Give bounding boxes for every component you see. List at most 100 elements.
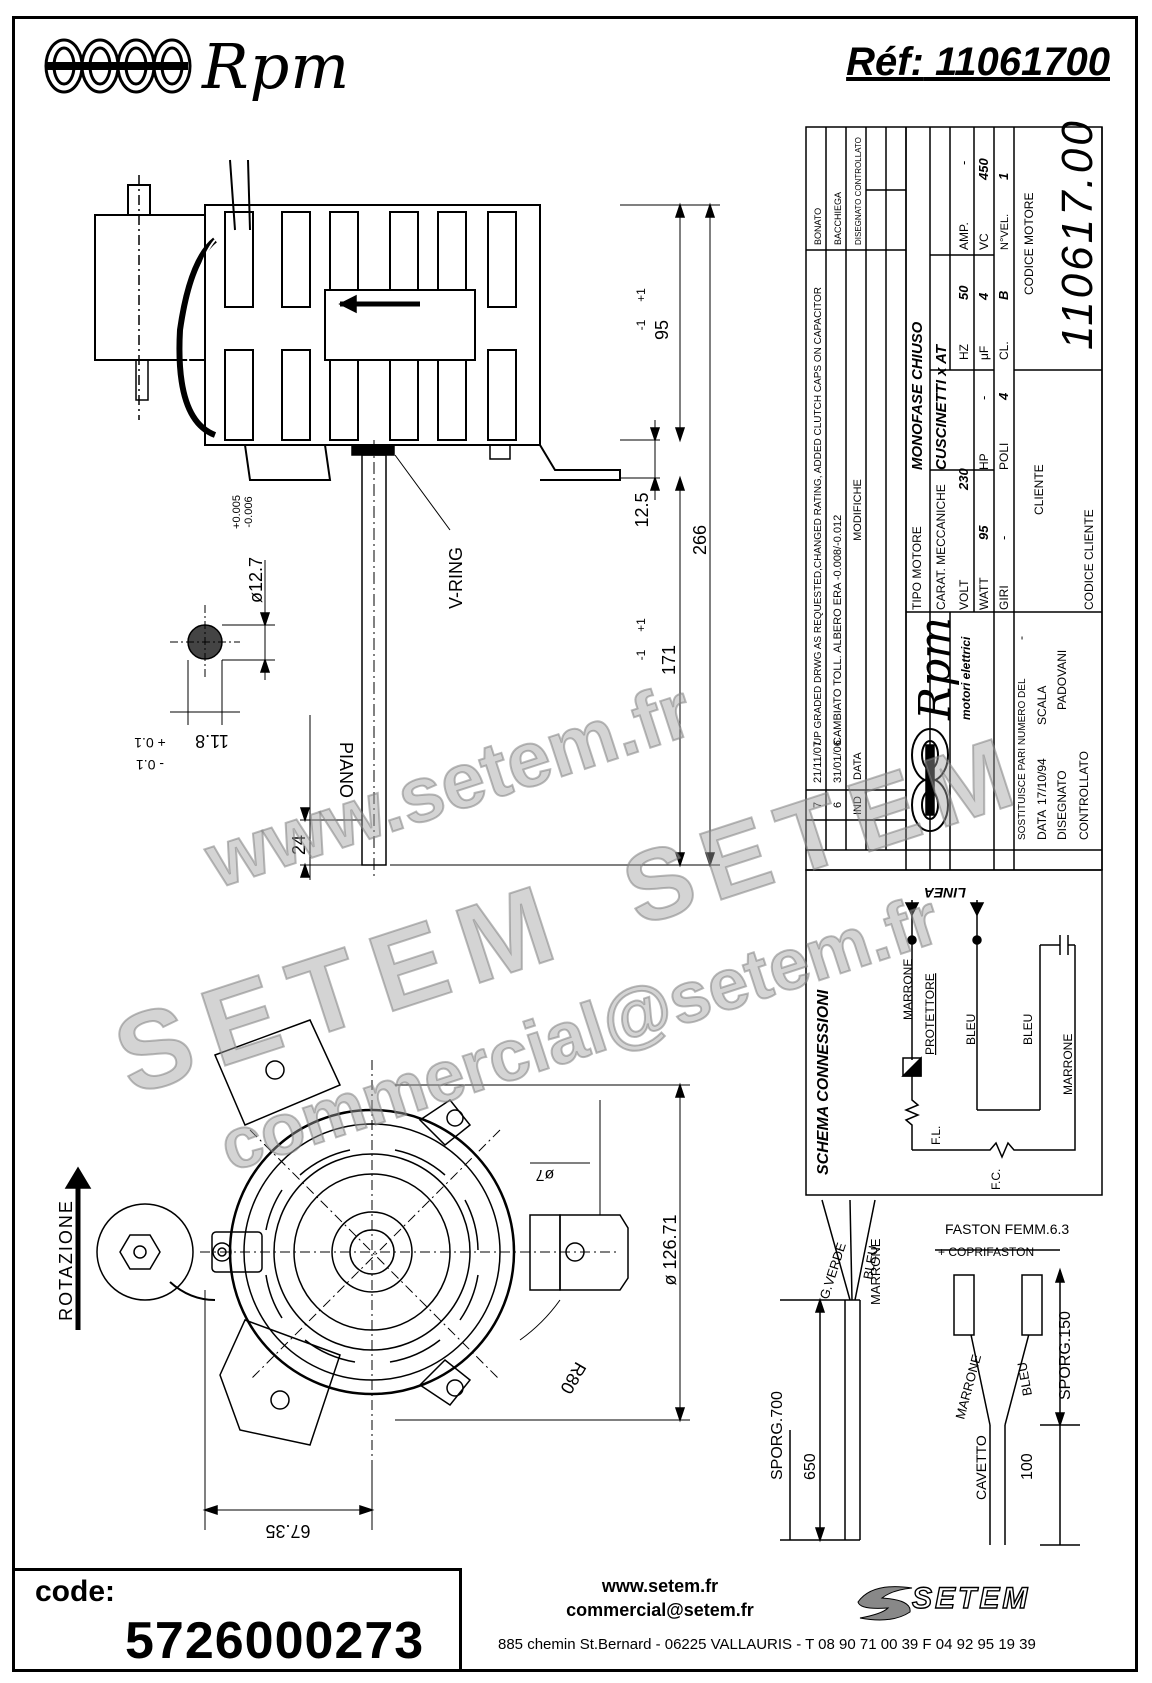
cable-marrone-left: MARRONE bbox=[868, 1238, 883, 1305]
tipo-motore-value: MONOFASE CHIUSO bbox=[909, 321, 926, 470]
volt-label: VOLT bbox=[957, 579, 971, 610]
radius-80: R80 bbox=[556, 1359, 590, 1398]
disegnato-label: DISEGNATO bbox=[1055, 770, 1069, 840]
hz-value: 50 bbox=[956, 285, 971, 300]
cable-sporg-700: SPORG.700 bbox=[769, 1391, 786, 1480]
shaft-section bbox=[170, 560, 275, 725]
footer-email[interactable]: commercial@setem.fr bbox=[566, 1600, 754, 1620]
shaft-tol-minus: -0.006 bbox=[243, 496, 255, 527]
setem-swirl-icon bbox=[857, 1586, 913, 1621]
watt-value: 95 bbox=[976, 525, 991, 540]
hp-value: - bbox=[976, 396, 991, 400]
schema-fc: F.C. bbox=[989, 1169, 1003, 1190]
codice-motore-value: 110617.00 bbox=[1053, 118, 1102, 350]
controllato-label: CONTROLLATO bbox=[1077, 751, 1091, 840]
dim-171-tol-plus: +1 bbox=[634, 618, 648, 632]
nvel-label: N°VEL. bbox=[999, 214, 1011, 250]
schema-linea: LINEA bbox=[924, 885, 966, 901]
vc-label: VC bbox=[977, 233, 991, 250]
cable-bleu-right: BLEU bbox=[1014, 1361, 1035, 1397]
carat-meccaniche-label: CARAT. MECCANICHE bbox=[934, 484, 948, 610]
data-value: 17/10/94 bbox=[1035, 758, 1049, 805]
cable-marrone-right: MARRONE bbox=[952, 1352, 984, 1420]
rev-7-ind: 7 bbox=[812, 802, 824, 808]
hole-7: ø7 bbox=[536, 1166, 555, 1183]
poli-label: POLI bbox=[997, 443, 1011, 470]
shaft-tol-plus: +0.005 bbox=[231, 495, 243, 529]
motor-front-view bbox=[64, 1019, 690, 1530]
dim-126-71: ø 126.71 bbox=[660, 1214, 680, 1285]
disegnato-value: PADOVANI bbox=[1055, 650, 1069, 710]
reference-value: 11061700 bbox=[935, 40, 1110, 84]
rev-6-text: CAMBIATO TOLL. ALBERO ERA -0.008/-0.012 bbox=[832, 515, 844, 745]
rev-6-date: 31/01/06 bbox=[832, 740, 844, 783]
cable-dim-650: 650 bbox=[802, 1453, 819, 1480]
schema-bleu-2: BLEU bbox=[1021, 1014, 1035, 1045]
giri-value: - bbox=[996, 536, 1011, 540]
setem-logo-text: SETEM bbox=[911, 1581, 1031, 1615]
code-value: 5726000273 bbox=[125, 1612, 425, 1670]
cable-detail-left bbox=[780, 1199, 876, 1543]
cable-sporg-150: SPORG.150 bbox=[1057, 1311, 1074, 1400]
footer-website[interactable]: www.setem.fr bbox=[601, 1576, 719, 1596]
sostituisce-label: SOSTITUISCE PARI NUMERO DEL bbox=[1017, 678, 1028, 840]
cliente-label: CLIENTE bbox=[1032, 464, 1046, 515]
piano-label: PIANO bbox=[336, 742, 356, 798]
cable-cavetto: CAVETTO bbox=[973, 1435, 989, 1500]
codice-cliente-label: CODICE CLIENTE bbox=[1082, 509, 1096, 610]
schema-fl: F.L. bbox=[929, 1126, 943, 1145]
shaft-diameter: ø12.7 bbox=[246, 557, 266, 603]
codice-motore-label: CODICE MOTORE bbox=[1022, 193, 1036, 295]
volt-value: 230 bbox=[956, 468, 971, 491]
dim-171-tol-minus: -1 bbox=[634, 649, 648, 660]
flat-11-8: 11.8 bbox=[195, 731, 229, 751]
amp-label: AMP. bbox=[957, 222, 971, 250]
coil-logo-icon bbox=[44, 38, 192, 94]
amp-value: - bbox=[956, 161, 971, 165]
data-label: DATA bbox=[1035, 810, 1049, 840]
cable-bleu-left: BLEU bbox=[860, 1244, 881, 1280]
footer-address: 885 chemin St.Bernard - 06225 VALLAURIS … bbox=[498, 1636, 1036, 1653]
dim-95-tol-plus: +1 bbox=[634, 288, 648, 302]
rev-7-date: 21/11/07 bbox=[812, 741, 824, 783]
rev-6-ind: 6 bbox=[832, 802, 844, 808]
dim-67-35: 67.35 bbox=[265, 1521, 310, 1541]
title-block-logo-sub: motori elettrici bbox=[959, 636, 973, 720]
code-box: code: 5726000273 bbox=[12, 1568, 462, 1672]
schema-marrone-1: MARRONE bbox=[901, 959, 915, 1020]
rev-header-text: MODIFICHE bbox=[852, 479, 864, 541]
dim-12-5: 12.5 bbox=[632, 492, 652, 527]
reference-label: Réf: bbox=[846, 40, 924, 84]
signature-2: BACCHIEGA bbox=[833, 192, 843, 245]
signature-1: BONATO bbox=[813, 208, 823, 245]
cable-coprifaston: + COPRIFASTON bbox=[938, 1245, 1034, 1259]
dim-24: 24 bbox=[289, 835, 309, 855]
setem-logo: SETEM bbox=[852, 1578, 1102, 1624]
brand-logo: Rpm bbox=[42, 29, 351, 103]
v-ring-label: V-RING bbox=[446, 547, 466, 609]
cable-g-verde: G.VERDE bbox=[817, 1240, 849, 1301]
rotation-label: ROTAZIONE bbox=[56, 1199, 76, 1321]
hz-label: HZ bbox=[957, 344, 971, 360]
signature-3: DISEGNATO CONTROLLATO bbox=[854, 137, 863, 245]
tipo-motore-label: TIPO MOTORE bbox=[910, 526, 924, 610]
drawing-frame bbox=[12, 16, 1138, 1672]
uf-value: 4 bbox=[976, 292, 991, 301]
poli-value: 4 bbox=[996, 392, 1011, 401]
reference-number: Réf: 11061700 bbox=[846, 40, 1110, 85]
flat-tol-minus: - 0.1 bbox=[136, 757, 164, 773]
schema-protettore: PROTETTORE bbox=[923, 973, 937, 1055]
cl-label: CL. bbox=[997, 341, 1011, 360]
wiring-schematic bbox=[805, 869, 1103, 1196]
code-label: code: bbox=[35, 1575, 116, 1608]
scala-label: SCALA bbox=[1035, 686, 1049, 725]
sostituisce-value: - bbox=[1014, 636, 1028, 640]
nvel-value: 1 bbox=[996, 173, 1011, 180]
title-block-logo-word: Rpm bbox=[910, 617, 961, 721]
brand-name: Rpm bbox=[202, 29, 351, 103]
cable-dim-100: 100 bbox=[1019, 1453, 1036, 1480]
giri-label: GIRI bbox=[997, 585, 1011, 610]
footer-contact: www.setem.fr commercial@setem.fr bbox=[560, 1574, 760, 1622]
schema-title: SCHEMA CONNESSIONI bbox=[815, 989, 832, 1175]
